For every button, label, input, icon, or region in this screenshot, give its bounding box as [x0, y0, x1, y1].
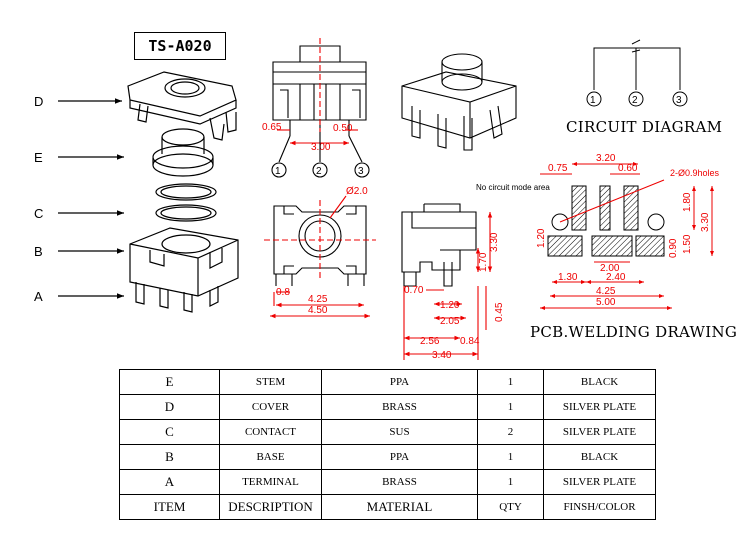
pcb-note: No circuit mode area: [476, 183, 550, 192]
pcb-drawing-title: PCB.WELDING DRAWING: [530, 323, 738, 341]
bom-description: CONTACT: [219, 419, 322, 445]
dim-side-256: 2.56: [420, 336, 440, 347]
callout-d: D: [34, 94, 43, 109]
bom-finish: SILVER PLATE: [543, 394, 656, 420]
dim-pcb-330: 3.30: [700, 212, 711, 232]
part-number-box: TS-A020: [134, 32, 226, 60]
dim-side-205: 2.05: [440, 316, 460, 327]
bom-header-row: ITEM DESCRIPTION MATERIAL QTY FINSH/COLO…: [119, 494, 656, 520]
bom-finish: BLACK: [543, 444, 656, 470]
cover-part: [127, 71, 237, 141]
contact-part: [155, 183, 217, 222]
bom-header-qty: QTY: [477, 494, 544, 520]
top-view: Ø2.0 0.8 4.25 4.50: [264, 186, 376, 319]
bom-item: D: [119, 394, 220, 420]
dim-side-084: 0.84: [460, 336, 480, 347]
dim-pcb-500: 5.00: [596, 297, 616, 308]
bom-item: E: [119, 369, 220, 395]
stem-part: [152, 128, 214, 177]
callout-e: E: [34, 150, 43, 165]
bom-header-material: MATERIAL: [321, 494, 478, 520]
table-row: C CONTACT SUS 2 SILVER PLATE: [119, 419, 656, 445]
bom-material: BRASS: [321, 394, 478, 420]
bom-material: PPA: [321, 369, 478, 395]
bom-item: A: [119, 469, 220, 495]
front-pin-2: 2: [316, 166, 322, 177]
dim-side-070: 0.70: [404, 285, 424, 296]
dim-pcb-120: 1.20: [536, 228, 547, 248]
bom-description: BASE: [219, 444, 322, 470]
callout-c: C: [34, 206, 43, 221]
bom-item: B: [119, 444, 220, 470]
pcb-holes: 2-Ø0.9holes: [670, 168, 720, 178]
part-number: TS-A020: [148, 37, 212, 55]
dim-pcb-150: 1.50: [682, 234, 693, 254]
dim-top-dia: Ø2.0: [346, 186, 368, 197]
terminal-part: [135, 282, 219, 313]
table-row: D COVER BRASS 1 SILVER PLATE: [119, 394, 656, 420]
bom-material: SUS: [321, 419, 478, 445]
bom-qty: 1: [477, 394, 544, 420]
dim-top-450: 4.50: [308, 305, 328, 316]
dim-front-300: 3.00: [311, 142, 331, 153]
bom-finish: SILVER PLATE: [543, 419, 656, 445]
dim-side-120: 1.20: [440, 300, 460, 311]
circuit-pin-1: 1: [590, 95, 596, 106]
table-row: A TERMINAL BRASS 1 SILVER PLATE: [119, 469, 656, 495]
dim-pcb-320: 3.20: [596, 153, 616, 164]
dim-side-045: 0.45: [494, 302, 505, 322]
dim-front-050: 0.50: [333, 123, 353, 134]
bom-qty: 1: [477, 469, 544, 495]
dim-top-425: 4.25: [308, 294, 328, 305]
bom-header-description: DESCRIPTION: [219, 494, 322, 520]
table-row: B BASE PPA 1 BLACK: [119, 444, 656, 470]
dim-top-080: 0.8: [276, 287, 290, 298]
bom-qty: 2: [477, 419, 544, 445]
dim-pcb-060: 0.60: [618, 163, 638, 174]
bom-material: PPA: [321, 444, 478, 470]
bom-item: C: [119, 419, 220, 445]
bom-table: E STEM PPA 1 BLACK D COVER BRASS 1 SILVE…: [119, 369, 656, 520]
bom-finish: BLACK: [543, 369, 656, 395]
isometric-view: [401, 53, 517, 151]
dim-side-170: 1.70: [478, 252, 489, 272]
dim-pcb-240: 2.40: [606, 272, 626, 283]
bom-header-item: ITEM: [119, 494, 220, 520]
bom-description: STEM: [219, 369, 322, 395]
dim-pcb-075: 0.75: [548, 163, 568, 174]
circuit-diagram: 1 2 3: [586, 39, 688, 107]
front-pin-1: 1: [275, 166, 281, 177]
callout-a: A: [34, 289, 43, 304]
bom-description: TERMINAL: [219, 469, 322, 495]
bom-material: BRASS: [321, 469, 478, 495]
circuit-pin-2: 2: [632, 95, 638, 106]
bom-description: COVER: [219, 394, 322, 420]
dim-pcb-180: 1.80: [682, 192, 693, 212]
pcb-drawing: No circuit mode area 2-Ø0.9holes 3.20 0.…: [476, 153, 720, 310]
side-view: 3.30 1.70 0.70 1.20 2.05 2.56 0.84 3.40 …: [401, 203, 505, 361]
front-pin-3: 3: [358, 166, 364, 177]
dim-pcb-090: 0.90: [668, 238, 679, 258]
bom-qty: 1: [477, 444, 544, 470]
bom-header-finish: FINSH/COLOR: [543, 494, 656, 520]
dim-side-340: 3.40: [432, 350, 452, 361]
exploded-view: D E C B A: [34, 71, 239, 313]
dim-pcb-425: 4.25: [596, 286, 616, 297]
base-part: [129, 227, 239, 297]
dim-pcb-200: 2.00: [600, 263, 620, 274]
circuit-pin-3: 3: [676, 95, 682, 106]
callout-b: B: [34, 244, 43, 259]
dim-side-330: 3.30: [489, 232, 500, 252]
dim-front-065: 0.65: [262, 122, 282, 133]
dim-pcb-130: 1.30: [558, 272, 578, 283]
table-row: E STEM PPA 1 BLACK: [119, 369, 656, 395]
front-view: 3.00 0.65 0.50 1 2 3: [262, 38, 370, 178]
bom-finish: SILVER PLATE: [543, 469, 656, 495]
bom-qty: 1: [477, 369, 544, 395]
circuit-diagram-title: CIRCUIT DIAGRAM: [566, 118, 723, 136]
